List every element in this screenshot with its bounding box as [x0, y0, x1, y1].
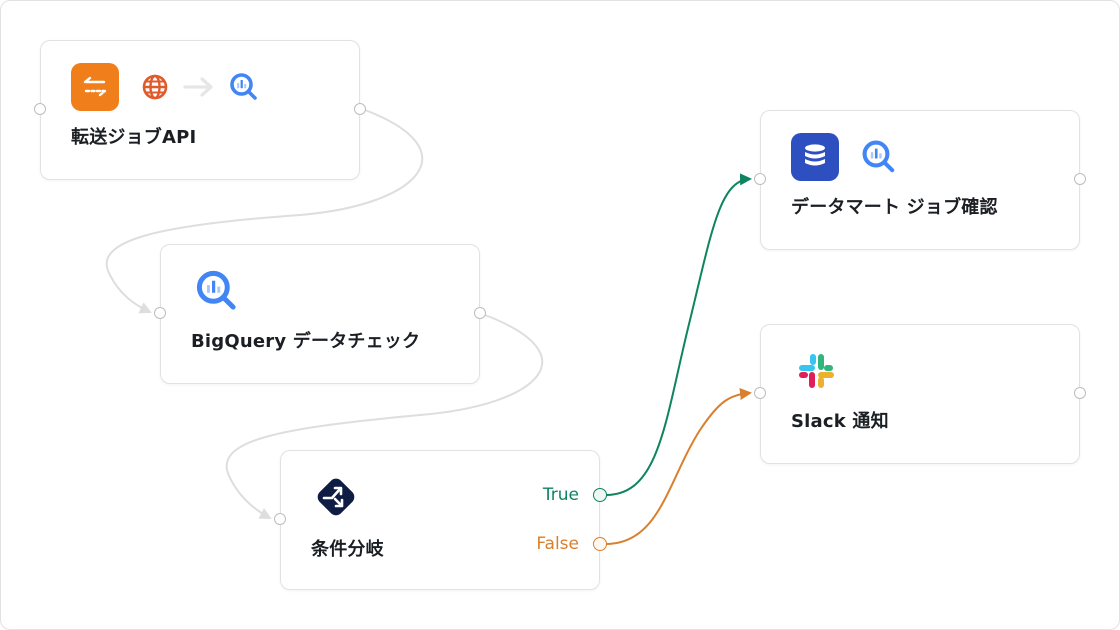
node-icons — [311, 473, 361, 521]
database-icon — [791, 133, 839, 181]
node-bigquery-data-check[interactable]: BigQuery データチェック — [154, 244, 486, 384]
node-condition-branch[interactable]: 条件分岐 True False — [274, 450, 607, 590]
node-icons — [71, 63, 259, 111]
input-port[interactable] — [274, 513, 286, 525]
bigquery-icon — [195, 269, 239, 313]
input-port[interactable] — [754, 387, 766, 399]
input-port[interactable] — [34, 103, 46, 115]
input-port[interactable] — [154, 307, 166, 319]
node-icons — [791, 133, 897, 181]
output-port[interactable] — [1074, 387, 1086, 399]
node-slack-notify[interactable]: Slack 通知 — [754, 324, 1086, 464]
node-icons — [191, 267, 239, 315]
branch-icon — [311, 472, 361, 522]
bigquery-icon — [861, 139, 897, 175]
output-port[interactable] — [354, 103, 366, 115]
node-label: BigQuery データチェック — [191, 331, 421, 352]
node-label: 条件分岐 — [311, 539, 384, 560]
bigquery-icon — [229, 72, 259, 102]
true-branch-label: True — [542, 485, 579, 505]
globe-icon — [141, 73, 169, 101]
node-label: データマート ジョブ確認 — [791, 197, 998, 218]
true-output-port[interactable] — [593, 488, 607, 502]
output-port[interactable] — [474, 307, 486, 319]
false-output-port[interactable] — [593, 537, 607, 551]
node-transfer-job-api[interactable]: 転送ジョブAPI — [34, 40, 366, 180]
false-branch-label: False — [536, 534, 579, 554]
slack-icon — [797, 352, 835, 390]
output-port[interactable] — [1074, 173, 1086, 185]
arrow-right-icon — [183, 76, 215, 98]
node-label: 転送ジョブAPI — [71, 127, 197, 148]
node-datamart-job-check[interactable]: データマート ジョブ確認 — [754, 110, 1086, 250]
transfer-icon — [71, 63, 119, 111]
node-icons — [791, 347, 835, 395]
node-label: Slack 通知 — [791, 411, 889, 432]
input-port[interactable] — [754, 173, 766, 185]
